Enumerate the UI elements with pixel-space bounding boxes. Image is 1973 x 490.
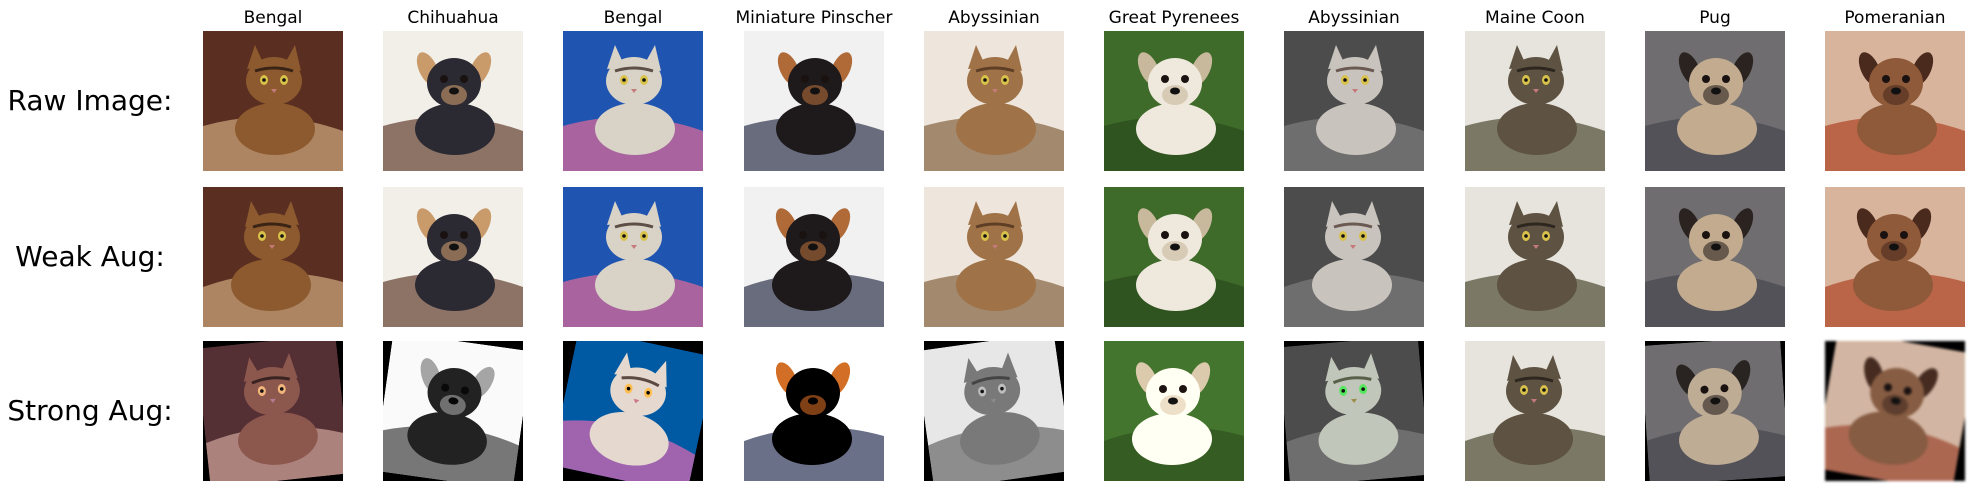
photo	[203, 187, 343, 327]
image-weak-aug	[563, 187, 703, 327]
image-raw	[744, 31, 884, 171]
image-raw	[1465, 31, 1605, 171]
photo	[924, 341, 1064, 481]
photo	[744, 187, 884, 327]
photo	[1465, 31, 1605, 171]
image-strong-aug	[1465, 341, 1605, 481]
photo	[744, 31, 884, 171]
image-weak-aug	[744, 187, 884, 327]
image-strong-aug	[1825, 341, 1965, 481]
image-weak-aug	[203, 187, 343, 327]
photo	[563, 341, 703, 481]
column-title: Pomeranian	[1844, 8, 1946, 28]
photo	[203, 341, 343, 481]
column-title: Bengal	[243, 8, 303, 28]
photo	[1825, 341, 1965, 481]
photo	[563, 187, 703, 327]
image-weak-aug	[1645, 187, 1785, 327]
image-strong-aug	[1104, 341, 1244, 481]
image-strong-aug	[924, 341, 1064, 481]
photo	[1465, 187, 1605, 327]
image-weak-aug	[1104, 187, 1244, 327]
photo	[1284, 187, 1424, 327]
photo	[1825, 31, 1965, 171]
image-raw	[1645, 31, 1785, 171]
row-label: Weak Aug:	[15, 240, 165, 273]
column-title: Abyssinian	[1308, 8, 1400, 28]
photo	[383, 187, 523, 327]
photo	[1465, 341, 1605, 481]
image-weak-aug	[383, 187, 523, 327]
column-title: Chihuahua	[407, 8, 499, 28]
photo	[1284, 341, 1424, 481]
photo	[924, 31, 1064, 171]
column-title: Great Pyrenees	[1108, 8, 1240, 28]
photo	[1284, 31, 1424, 171]
image-raw	[924, 31, 1064, 171]
image-strong-aug	[203, 341, 343, 481]
image-weak-aug	[1284, 187, 1424, 327]
photo	[1104, 31, 1244, 171]
photo	[563, 31, 703, 171]
photo	[1645, 31, 1785, 171]
row-label: Strong Aug:	[7, 394, 173, 427]
photo	[1645, 187, 1785, 327]
column-title: Pug	[1699, 8, 1731, 28]
photo	[744, 341, 884, 481]
photo	[383, 341, 523, 481]
image-strong-aug	[1284, 341, 1424, 481]
column-title: Abyssinian	[948, 8, 1040, 28]
photo	[924, 187, 1064, 327]
image-strong-aug	[563, 341, 703, 481]
image-weak-aug	[1825, 187, 1965, 327]
image-raw	[1284, 31, 1424, 171]
image-weak-aug	[924, 187, 1064, 327]
image-raw	[1104, 31, 1244, 171]
image-strong-aug	[1645, 341, 1785, 481]
photo	[1104, 187, 1244, 327]
image-raw	[383, 31, 523, 171]
image-raw	[563, 31, 703, 171]
column-title: Maine Coon	[1485, 8, 1585, 28]
image-raw	[203, 31, 343, 171]
column-title: Bengal	[603, 8, 663, 28]
image-weak-aug	[1465, 187, 1605, 327]
photo	[1645, 341, 1785, 481]
photo	[383, 31, 523, 171]
photo	[203, 31, 343, 171]
column-title: Miniature Pinscher	[735, 8, 893, 28]
image-strong-aug	[383, 341, 523, 481]
photo	[1104, 341, 1244, 481]
row-label: Raw Image:	[7, 84, 173, 117]
image-raw	[1825, 31, 1965, 171]
image-strong-aug	[744, 341, 884, 481]
photo	[1825, 187, 1965, 327]
